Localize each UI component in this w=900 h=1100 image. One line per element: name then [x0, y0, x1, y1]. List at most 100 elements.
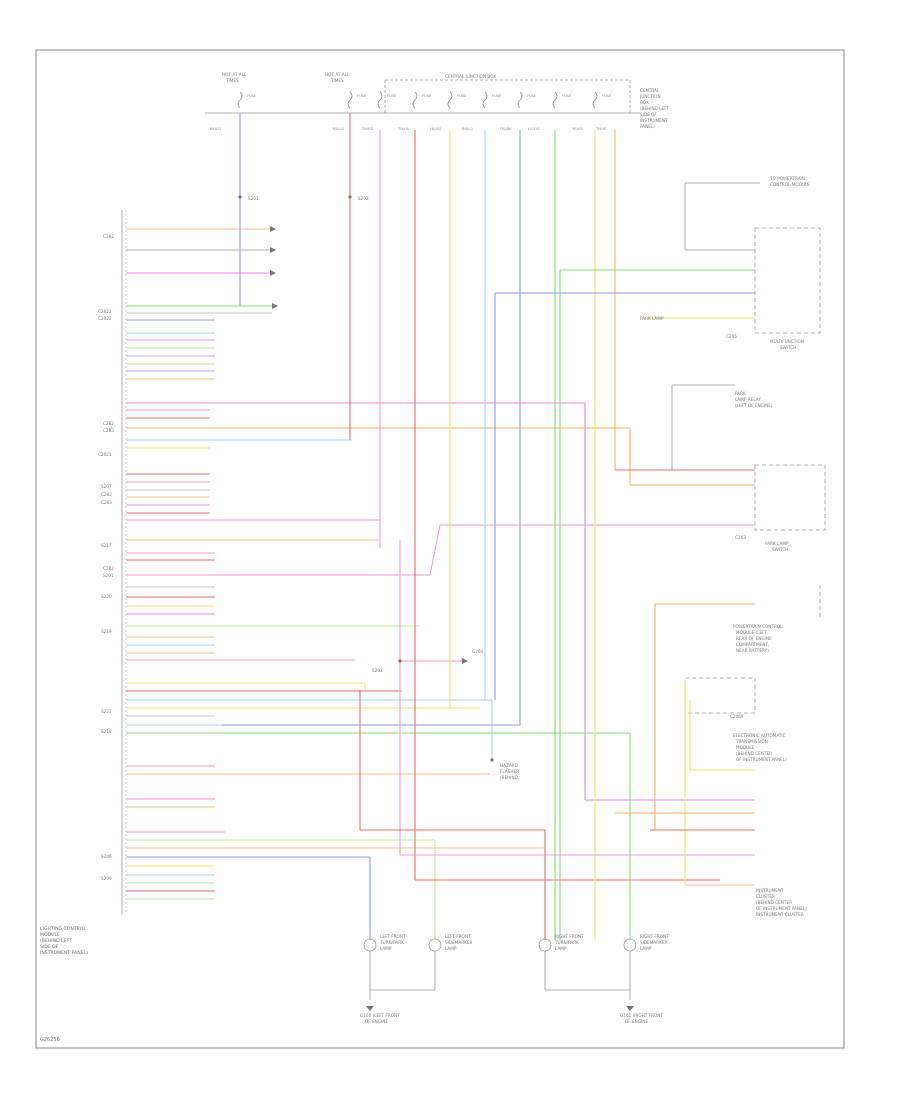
svg-text:POWERTRAIN CONTROL: POWERTRAIN CONTROL [733, 624, 783, 629]
svg-text:BR/LG: BR/LG [462, 127, 473, 131]
svg-text:CLUSTER: CLUSTER [756, 894, 775, 899]
diagram-frame [35, 49, 845, 1049]
svg-text:SIDEMARKER: SIDEMARKER [445, 940, 473, 945]
right-front-turn-lamp: RIGHT FRONT TURN/PARK LAMP [538, 934, 584, 952]
svg-text:C2069: C2069 [730, 714, 744, 719]
multifunction-switch-label: MULTIFUNCTION [770, 339, 804, 344]
front-lamps: LEFT FRONT TURN/PARK LAMP LEFT FRONT SID… [360, 934, 669, 1024]
svg-text:TN/RD: TN/RD [361, 127, 374, 131]
svg-text:BOX: BOX [640, 100, 649, 105]
svg-text:OF ENGINE: OF ENGINE [625, 1019, 648, 1024]
connector-side-labels: C282 C2021 C2022 C282 C283 C2021 S207 C2… [98, 234, 114, 881]
svg-text:INSTRUMENT PANEL): INSTRUMENT PANEL) [40, 950, 88, 956]
fuse-panel: HOT AT ALL TIMES HOT AT ALL TIMES CENTRA… [205, 72, 670, 131]
right-front-sidemarker-lamp: RIGHT FRONT SIDEMARKER LAMP [623, 934, 669, 952]
svg-text:OG/BK: OG/BK [500, 127, 512, 131]
electronic-automatic-transmission-module: C2069 ELECTRONIC AUTOMATIC TRANSMISSION … [615, 677, 807, 917]
svg-text:MODULE: MODULE [736, 745, 755, 750]
svg-text:REAR OF ENGINE: REAR OF ENGINE [736, 636, 772, 641]
svg-text:CONTROL MODULE: CONTROL MODULE [770, 182, 810, 187]
svg-text:OF INSTRUMENT PANEL): OF INSTRUMENT PANEL) [736, 757, 787, 762]
svg-text:G200: G200 [472, 649, 484, 654]
svg-text:C2022: C2022 [98, 316, 112, 321]
svg-text:S217: S217 [101, 543, 112, 548]
ground-right-symbol [626, 1006, 634, 1011]
fuse-panel-label: CENTRAL JUNCTION BOX [445, 74, 496, 79]
svg-text:INSTRUMENT: INSTRUMENT [640, 118, 668, 123]
svg-text:C2021: C2021 [98, 309, 112, 314]
lighting-control-module-label: LIGHTING CONTROL [40, 926, 86, 932]
ground-left-symbol [366, 1006, 374, 1011]
svg-text:LAMP: LAMP [640, 946, 652, 951]
svg-text:S207: S207 [101, 484, 112, 489]
svg-text:FUSE: FUSE [602, 94, 612, 98]
svg-text:S202: S202 [358, 196, 369, 201]
svg-text:TN/YE: TN/YE [595, 127, 607, 131]
svg-text:S218: S218 [101, 729, 112, 734]
park-lamp-switch-label: PARK LAMP [765, 541, 789, 546]
svg-text:FLASHER: FLASHER [500, 769, 519, 774]
powertrain-control-module: POWERTRAIN CONTROL MODULE (LEFT REAR OF … [654, 585, 821, 830]
svg-text:G100 (LEFT FRONT: G100 (LEFT FRONT [360, 1013, 400, 1018]
svg-text:C282: C282 [103, 234, 114, 239]
svg-text:C205: C205 [726, 334, 737, 339]
svg-text:FUSE: FUSE [422, 94, 432, 98]
svg-text:TIMES: TIMES [225, 78, 239, 83]
svg-text:(LEFT OF ENGINE): (LEFT OF ENGINE) [735, 403, 773, 408]
svg-text:RIGHT FRONT: RIGHT FRONT [640, 934, 669, 939]
svg-text:RD/LG: RD/LG [333, 127, 344, 131]
svg-text:(BEHIND LEFT: (BEHIND LEFT [40, 938, 72, 944]
svg-text:MODULE (LEFT: MODULE (LEFT [736, 630, 767, 635]
svg-text:FUSE: FUSE [562, 94, 572, 98]
svg-text:TIMES: TIMES [330, 78, 344, 83]
svg-text:C2021: C2021 [98, 452, 112, 457]
svg-text:FUSE: FUSE [247, 94, 257, 98]
svg-text:(BEHIND: (BEHIND [500, 775, 518, 780]
svg-text:INSTRUMENT CLUSTER: INSTRUMENT CLUSTER [756, 912, 804, 917]
svg-text:TN/LB: TN/LB [397, 127, 409, 131]
svg-text:SIDE OF: SIDE OF [640, 112, 657, 117]
svg-text:SIDEMARKER: SIDEMARKER [640, 940, 668, 945]
svg-text:TURN/PARK: TURN/PARK [379, 940, 404, 945]
svg-text:OF INSTRUMENT PANEL): OF INSTRUMENT PANEL) [756, 906, 807, 911]
svg-text:FUSE: FUSE [357, 94, 367, 98]
svg-text:LEFT FRONT: LEFT FRONT [380, 934, 406, 939]
svg-text:LAMP RELAY: LAMP RELAY [735, 397, 761, 402]
feeder-wires [222, 113, 755, 940]
svg-text:C283: C283 [103, 428, 114, 433]
svg-text:C282: C282 [103, 566, 114, 571]
svg-text:LB/OG: LB/OG [430, 127, 442, 131]
figure-code: G26256 [40, 1037, 60, 1043]
svg-text:LAMP: LAMP [380, 946, 392, 951]
svg-text:ELECTRONIC AUTOMATIC: ELECTRONIC AUTOMATIC [733, 733, 786, 738]
svg-text:BK/LG: BK/LG [210, 127, 221, 131]
svg-text:JUNCTION: JUNCTION [639, 94, 661, 99]
svg-text:FUSE: FUSE [457, 94, 467, 98]
svg-text:HAZARD: HAZARD [500, 763, 518, 768]
svg-text:G101 (RIGHT FRONT: G101 (RIGHT FRONT [620, 1013, 663, 1018]
svg-text:S201: S201 [103, 573, 114, 578]
svg-text:LAMP: LAMP [555, 946, 567, 951]
svg-text:TRANSMISSION: TRANSMISSION [735, 739, 768, 744]
svg-text:OF ENGINE: OF ENGINE [365, 1019, 388, 1024]
svg-text:PARK LAMP: PARK LAMP [640, 316, 664, 321]
lighting-control-module: LIGHTING CONTROL MODULE (BEHIND LEFT SID… [40, 926, 88, 956]
svg-text:S221: S221 [101, 709, 112, 714]
svg-text:YE/LG: YE/LG [572, 127, 583, 131]
svg-text:NEAR BATTERY): NEAR BATTERY) [736, 648, 769, 653]
svg-text:COMPARTMENT,: COMPARTMENT, [736, 642, 769, 647]
lighting-control-module-connector [121, 210, 127, 915]
multifunction-switch: TO POWERTRAIN CONTROL MODULE PARK LAMP C… [640, 176, 821, 350]
svg-text:S209: S209 [101, 876, 112, 881]
svg-text:FUSE: FUSE [527, 94, 537, 98]
svg-text:S219: S219 [101, 629, 112, 634]
svg-text:(BEHIND LEFT: (BEHIND LEFT [640, 106, 670, 111]
svg-text:FUSE: FUSE [387, 94, 397, 98]
svg-text:C282: C282 [101, 492, 112, 497]
connector-arrows [270, 226, 468, 664]
splices: S201 S202 S203 G200 HAZARD FLASHER (BEHI… [238, 195, 519, 780]
svg-text:LG/OG: LG/OG [528, 127, 540, 131]
svg-text:C263: C263 [735, 535, 746, 540]
svg-text:S206: S206 [101, 854, 112, 859]
